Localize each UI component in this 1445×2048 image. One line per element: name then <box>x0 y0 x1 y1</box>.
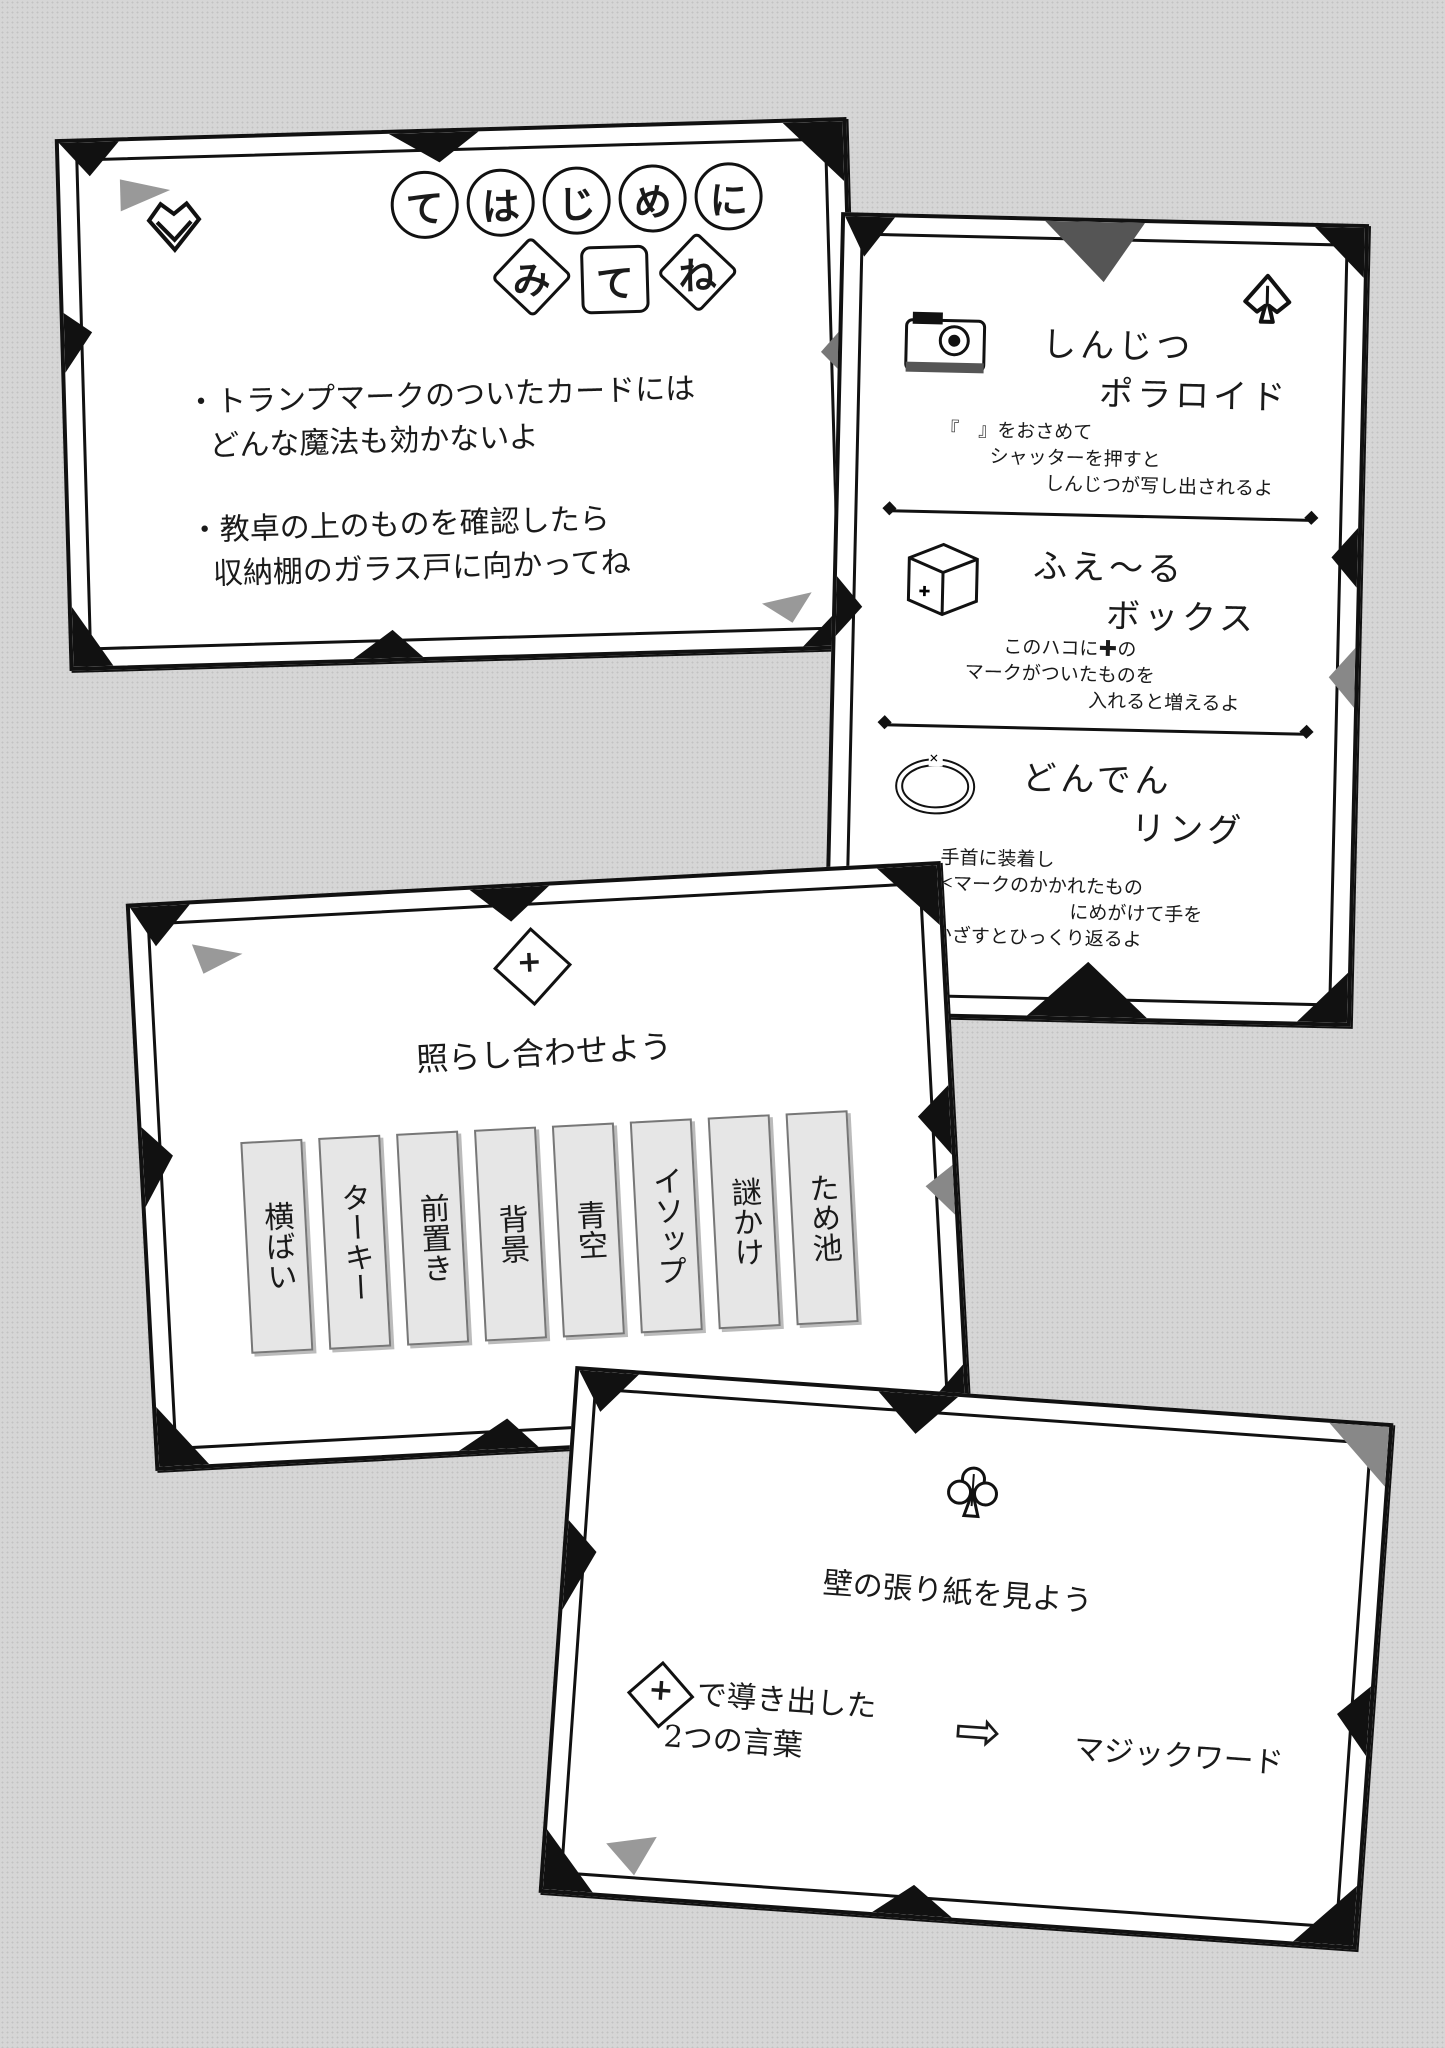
card-compare: + 照らし合わせよう 横ばい ターキー 前置き 背景 青空 イソップ 謎かけ た… <box>125 861 971 1471</box>
club-icon <box>942 1460 1004 1522</box>
ring-icon: ✕ <box>891 747 979 819</box>
item-desc: にめがけて手を <box>1069 901 1203 927</box>
title-char: て <box>389 169 460 240</box>
title-char: め <box>617 163 688 234</box>
word-tile: 横ばい <box>240 1138 314 1354</box>
item-title: ボックス <box>1105 596 1258 640</box>
heart-icon <box>142 193 206 257</box>
svg-text:✚: ✚ <box>918 584 930 600</box>
word-tile: 前置き <box>396 1130 470 1346</box>
item-title: リング <box>1130 808 1246 852</box>
title-char: じ <box>541 165 612 236</box>
item-desc: シャッターを押すと <box>989 445 1161 472</box>
item-desc: かざすとひっくり返るよ <box>932 924 1143 952</box>
item-title: ふえ～る <box>1032 546 1186 591</box>
item-title: どんでん <box>1021 758 1174 802</box>
polaroid-camera-icon <box>901 310 989 380</box>
item-desc: マークがついたものを <box>964 661 1155 688</box>
plus-icon: + <box>515 944 543 981</box>
word-tile: ため池 <box>785 1110 859 1326</box>
word-tile: イソップ <box>629 1118 703 1334</box>
item-title: ポラロイド <box>1098 374 1290 419</box>
word-tile: 背景 <box>474 1126 548 1342</box>
title-line-1: て は じ め に <box>389 161 764 240</box>
item-desc: このハコに✚の <box>1003 635 1137 661</box>
card-magic-word: 壁の張り紙を見よう + で導き出した 2つの言葉 ⇨ マジックワード <box>538 1366 1394 1950</box>
word-tile: 青空 <box>551 1122 625 1338</box>
title-line-2: み て ね <box>490 231 739 318</box>
word-tile: ターキー <box>318 1134 392 1350</box>
item-desc: ✂マークのかかれたもの <box>933 872 1144 900</box>
item-title: しんじつ <box>1041 324 1195 369</box>
item-desc: 手首に装着し <box>940 846 1055 872</box>
title-char: は <box>465 167 536 238</box>
card-first-instructions: て は じ め に み て ね ・トランプマークのついたカードには どんな魔法も… <box>54 117 862 671</box>
spade-icon <box>1239 271 1296 328</box>
word-tile: 謎かけ <box>707 1114 781 1330</box>
title-char: て <box>579 244 650 315</box>
item-desc: しんじつが写し出されるよ <box>1044 472 1274 500</box>
svg-text:✕: ✕ <box>929 751 939 765</box>
item-desc: 入れると増えるよ <box>1087 689 1240 716</box>
bullet-1-line-2: どんな魔法も効かないよ <box>208 419 540 464</box>
box-icon: ✚ <box>898 534 988 620</box>
title-char: み <box>490 235 573 318</box>
title-char: に <box>693 161 764 232</box>
item-desc: 『 』をおさめて <box>940 418 1093 444</box>
plus-icon: + <box>647 1671 675 1709</box>
arrow-right-icon: ⇨ <box>952 1697 1005 1766</box>
